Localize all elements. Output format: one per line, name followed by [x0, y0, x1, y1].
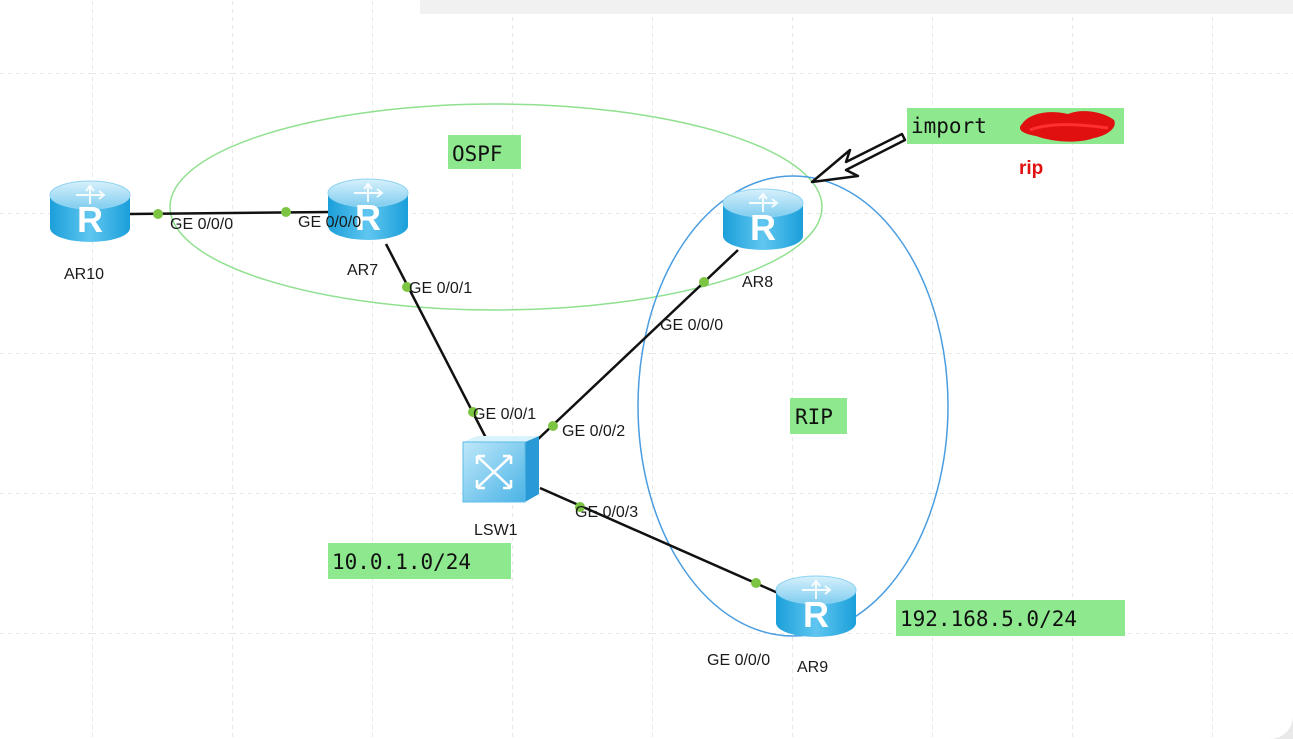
import-label: import — [911, 114, 987, 138]
port-dot-ar7-ge000 — [281, 207, 291, 217]
switch-side — [525, 436, 539, 502]
switch-icon — [475, 454, 513, 490]
lan-network-label-box — [328, 543, 511, 579]
redaction-scribble — [1019, 111, 1115, 142]
port-label-lsw1-ge003: GE 0/0/3 — [575, 504, 638, 521]
port-dot-lsw1-ge003 — [575, 502, 585, 512]
router-ar8[interactable] — [722, 188, 804, 251]
port-label-ar10-ge000: GE 0/0/0 — [170, 216, 233, 233]
rip-label-box — [790, 398, 847, 434]
rip-area-ellipse — [637, 175, 949, 637]
router-icon — [49, 180, 131, 243]
link-ar7-lsw1[interactable] — [384, 243, 488, 439]
device-label-ar7: AR7 — [347, 262, 378, 279]
ospf-label-box — [448, 135, 521, 169]
router-icon — [722, 188, 804, 251]
ospf-area-ellipse — [169, 103, 823, 311]
switch-top — [463, 436, 539, 442]
port-dot-lsw1-ge001 — [468, 407, 478, 417]
window-corner — [1270, 700, 1293, 739]
redaction-scribble-stroke — [1029, 123, 1109, 132]
port-dot-ar10 — [153, 209, 163, 219]
handwritten-note: rip — [1019, 158, 1043, 179]
device-label-ar8: AR8 — [742, 274, 773, 291]
lan-network-label: 10.0.1.0/24 — [332, 550, 471, 574]
switch-lsw1[interactable] — [462, 436, 539, 503]
device-label-ar9: AR9 — [797, 659, 828, 676]
port-label-ar7-ge001: GE 0/0/1 — [409, 280, 472, 297]
ar9-network-label: 192.168.5.0/24 — [900, 607, 1077, 631]
link-ar10-ar7[interactable] — [129, 210, 333, 216]
port-label-ar9-ge000: GE 0/0/0 — [707, 652, 770, 669]
rip-label: RIP — [795, 405, 833, 429]
router-ar10[interactable] — [49, 180, 131, 243]
port-dots — [153, 207, 761, 588]
port-label-ar8-ge000: GE 0/0/0 — [660, 317, 723, 334]
device-label-ar10: AR10 — [64, 266, 104, 283]
port-label-lsw1-ge001: GE 0/0/1 — [473, 406, 536, 423]
port-dot-ar8 — [699, 277, 709, 287]
ospf-label: OSPF — [452, 142, 503, 166]
device-label-lsw1: LSW1 — [474, 522, 518, 539]
arrow-icon — [810, 132, 907, 184]
port-dot-lsw1-ge002 — [548, 421, 558, 431]
port-label-ar7-ge000: GE 0/0/0 — [298, 214, 361, 231]
router-icon — [775, 575, 857, 638]
port-dot-ar7-ge001 — [402, 282, 412, 292]
ar9-network-label-box — [896, 600, 1125, 636]
port-dot-ar9 — [751, 578, 761, 588]
window-shadow — [420, 0, 1293, 14]
port-label-lsw1-ge002: GE 0/0/2 — [562, 423, 625, 440]
router-ar9[interactable] — [775, 575, 857, 638]
